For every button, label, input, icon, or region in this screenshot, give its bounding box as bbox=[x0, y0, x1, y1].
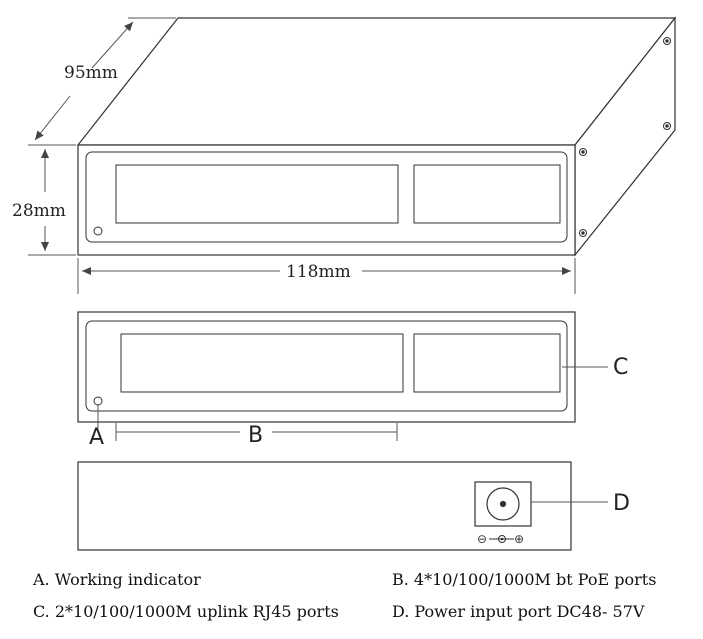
side-screws bbox=[579, 37, 671, 237]
front-port-block-uplink bbox=[413, 333, 561, 393]
legend-d: D. Power input port DC48- 57V bbox=[392, 602, 645, 621]
top-face bbox=[76, 17, 677, 146]
indicator-led bbox=[93, 226, 103, 236]
polarity-plus: ⊕ bbox=[514, 532, 524, 546]
rear-view bbox=[77, 461, 572, 551]
legend-c: C. 2*10/100/1000M uplink RJ45 ports bbox=[33, 602, 339, 621]
front-callout-lines bbox=[97, 366, 608, 441]
switch-dimension-diagram: 95mm 28mm 118mm A B C ⊖ ⊕ D bbox=[12, 16, 677, 551]
port-block-poe bbox=[115, 164, 399, 224]
power-polarity: ⊖ ⊕ bbox=[477, 532, 524, 546]
height-label: 28mm bbox=[12, 201, 66, 221]
callout-c: C bbox=[613, 355, 628, 380]
callout-d: D bbox=[613, 491, 630, 516]
front-port-block-poe bbox=[120, 333, 404, 393]
width-label: 118mm bbox=[286, 262, 351, 282]
power-port-socket bbox=[486, 487, 520, 521]
legend-b: B. 4*10/100/1000M bt PoE ports bbox=[392, 570, 657, 589]
front-panel-inner bbox=[85, 151, 568, 243]
legend: A. Working indicator B. 4*10/100/1000M b… bbox=[0, 562, 703, 639]
dimension-lines bbox=[28, 17, 576, 294]
callout-b: B bbox=[248, 423, 263, 448]
front-view bbox=[77, 311, 576, 423]
power-port-outer bbox=[474, 481, 532, 527]
polarity-minus: ⊖ bbox=[477, 532, 487, 546]
callout-a: A bbox=[89, 425, 104, 450]
port-block-uplink bbox=[413, 164, 561, 224]
isometric-view bbox=[76, 16, 677, 257]
front-face bbox=[77, 144, 576, 256]
depth-label: 95mm bbox=[64, 63, 118, 83]
legend-a: A. Working indicator bbox=[33, 570, 201, 589]
